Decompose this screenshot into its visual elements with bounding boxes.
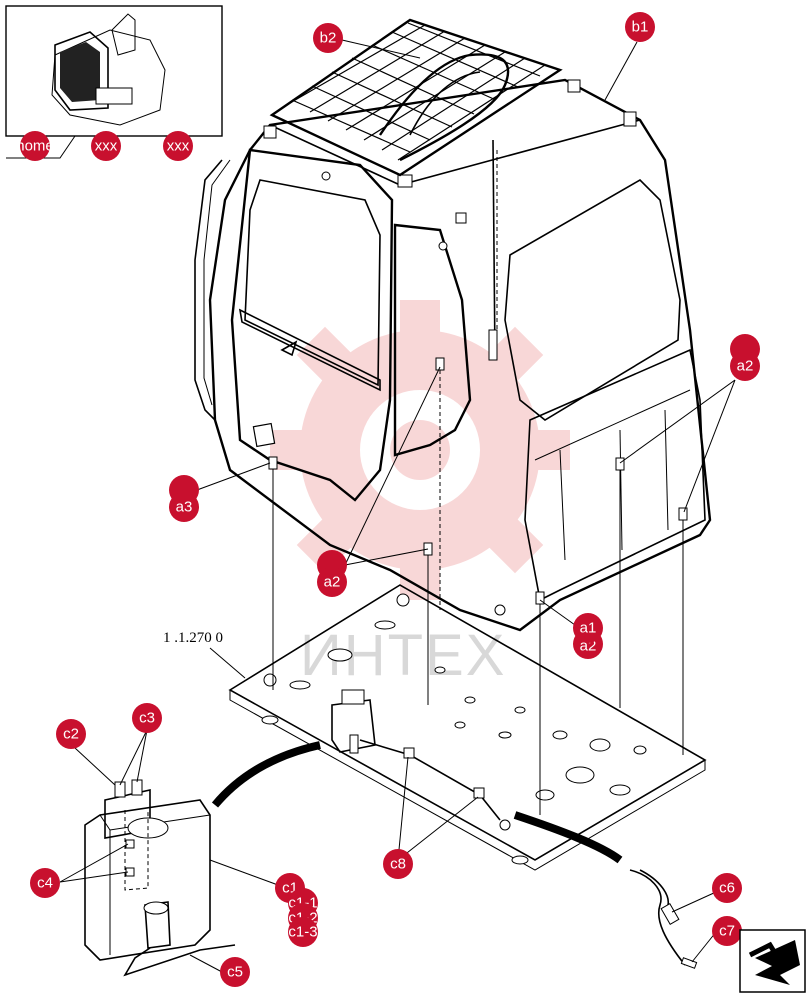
watermark-gear-icon (270, 300, 570, 600)
callout-leaders (59, 39, 736, 973)
callout-a2-center[interactable]: a2 (317, 550, 347, 597)
reference-label: 1 .1.270 0 (163, 630, 246, 679)
svg-text:1 .1.270 0: 1 .1.270 0 (163, 630, 223, 646)
svg-text:c4: c4 (37, 875, 53, 892)
svg-text:xxx: xxx (95, 138, 118, 155)
svg-text:b1: b1 (632, 19, 649, 36)
svg-text:c2: c2 (63, 726, 79, 743)
svg-text:a3: a3 (176, 499, 193, 516)
washer-reservoir-detail (84, 779, 236, 977)
callout-b1[interactable]: b1 (625, 12, 655, 42)
roof-guard-mesh (269, 18, 563, 177)
svg-text:c8: c8 (390, 856, 406, 873)
svg-text:c5: c5 (227, 964, 243, 981)
svg-text:a1: a1 (580, 620, 597, 637)
washer-hose (211, 739, 698, 969)
thumbnail-tab-xxx-2[interactable]: xxx (163, 131, 193, 161)
callout-c8[interactable]: c8 (383, 849, 413, 879)
svg-text:xxx: xxx (167, 138, 190, 155)
svg-text:a2: a2 (324, 574, 341, 591)
svg-text:c1-3: c1-3 (288, 924, 317, 941)
svg-text:c7: c7 (719, 923, 735, 940)
svg-text:b2: b2 (320, 30, 337, 47)
callout-a2-right[interactable]: a2 (730, 334, 760, 381)
thumbnail-tab-home[interactable]: home (16, 131, 54, 161)
callout-b2[interactable]: b2 (313, 23, 343, 53)
callout-c5[interactable]: c5 (220, 957, 250, 987)
cab-floor-plate (228, 584, 707, 871)
callout-c7[interactable]: c7 (712, 916, 742, 946)
callout-a3[interactable]: a3 (169, 475, 199, 522)
callout-c6[interactable]: c6 (712, 873, 742, 903)
svg-text:a2: a2 (737, 358, 754, 375)
callout-c3[interactable]: c3 (132, 703, 162, 733)
washer-reservoir-mounted (331, 689, 376, 754)
callout-c2[interactable]: c2 (56, 719, 86, 749)
thumbnail-tab-xxx-1[interactable]: xxx (91, 131, 121, 161)
svg-text:c6: c6 (719, 880, 735, 897)
thumbnail-inset: home xxx xxx (5, 5, 223, 161)
callout-c4[interactable]: c4 (30, 868, 60, 898)
callout-c1-3[interactable]: c1-3 (288, 917, 318, 947)
svg-text:home: home (16, 138, 54, 155)
return-arrow-icon[interactable] (739, 929, 806, 993)
mounting-guide-lines (272, 150, 684, 815)
callout-a1[interactable]: a1 (573, 613, 603, 643)
svg-text:c3: c3 (139, 710, 155, 727)
